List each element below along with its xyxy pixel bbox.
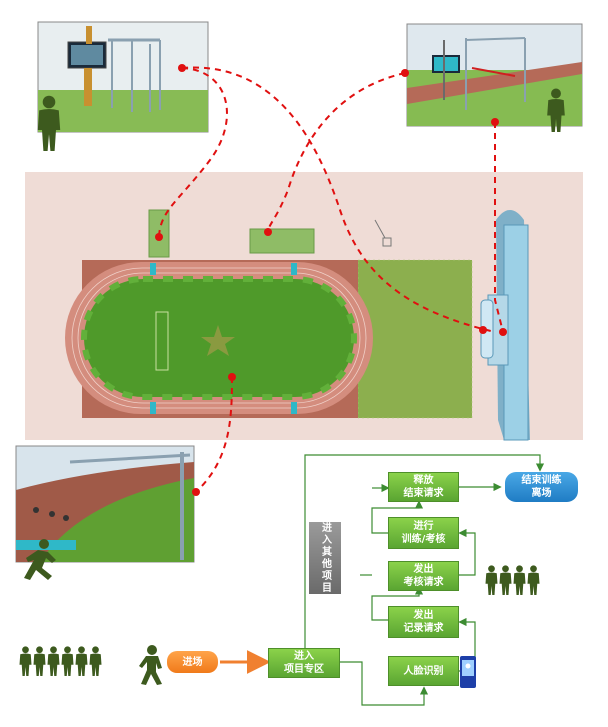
face-recognition-label: 人脸识别 bbox=[403, 665, 444, 677]
record-request-box: 发出 记录请求 bbox=[388, 606, 459, 638]
enter-zone-label: 进入 项目专区 bbox=[284, 651, 324, 675]
walker-icon bbox=[139, 645, 162, 685]
enter-zone-box: 进入 项目专区 bbox=[268, 648, 340, 678]
gate-marker bbox=[150, 263, 156, 275]
jump-pit bbox=[155, 311, 169, 371]
station-marker bbox=[249, 228, 315, 254]
other-projects-box: 进入其他项目 bbox=[309, 522, 341, 594]
train-exam-box: 进行 训练/考核 bbox=[388, 517, 459, 549]
star-emblem bbox=[201, 325, 235, 356]
runner-icon bbox=[24, 539, 56, 580]
train-exam-label: 进行 训练/考核 bbox=[401, 521, 446, 545]
face-recognition-box: 人脸识别 bbox=[388, 656, 459, 686]
gate-marker bbox=[291, 402, 297, 414]
side-field bbox=[358, 260, 472, 418]
face-kiosk-icon bbox=[460, 656, 476, 688]
station-route-lines bbox=[158, 66, 504, 493]
route-dots bbox=[155, 64, 507, 496]
soldier-group-icon bbox=[485, 565, 540, 595]
soldier-group-icon bbox=[19, 646, 102, 676]
enter-venue-box: 进场 bbox=[167, 651, 218, 673]
other-projects-label: 进入其他项目 bbox=[319, 522, 331, 594]
gate-marker bbox=[291, 263, 297, 275]
gate-marker bbox=[150, 402, 156, 414]
exam-request-label: 发出 考核请求 bbox=[403, 564, 444, 588]
flow-arrows bbox=[220, 454, 545, 706]
photo-running-station bbox=[15, 445, 195, 563]
end-leave-label: 结束训练 离场 bbox=[521, 475, 562, 499]
exam-request-box: 发出 考核请求 bbox=[388, 561, 459, 591]
release-end-label: 释放 结束请求 bbox=[403, 475, 444, 499]
end-leave-box: 结束训练 离场 bbox=[505, 472, 578, 502]
record-request-label: 发出 记录请求 bbox=[403, 610, 444, 634]
release-end-box: 释放 结束请求 bbox=[388, 472, 459, 502]
enter-venue-label: 进场 bbox=[182, 656, 203, 668]
photo-pullup-station bbox=[37, 21, 209, 133]
